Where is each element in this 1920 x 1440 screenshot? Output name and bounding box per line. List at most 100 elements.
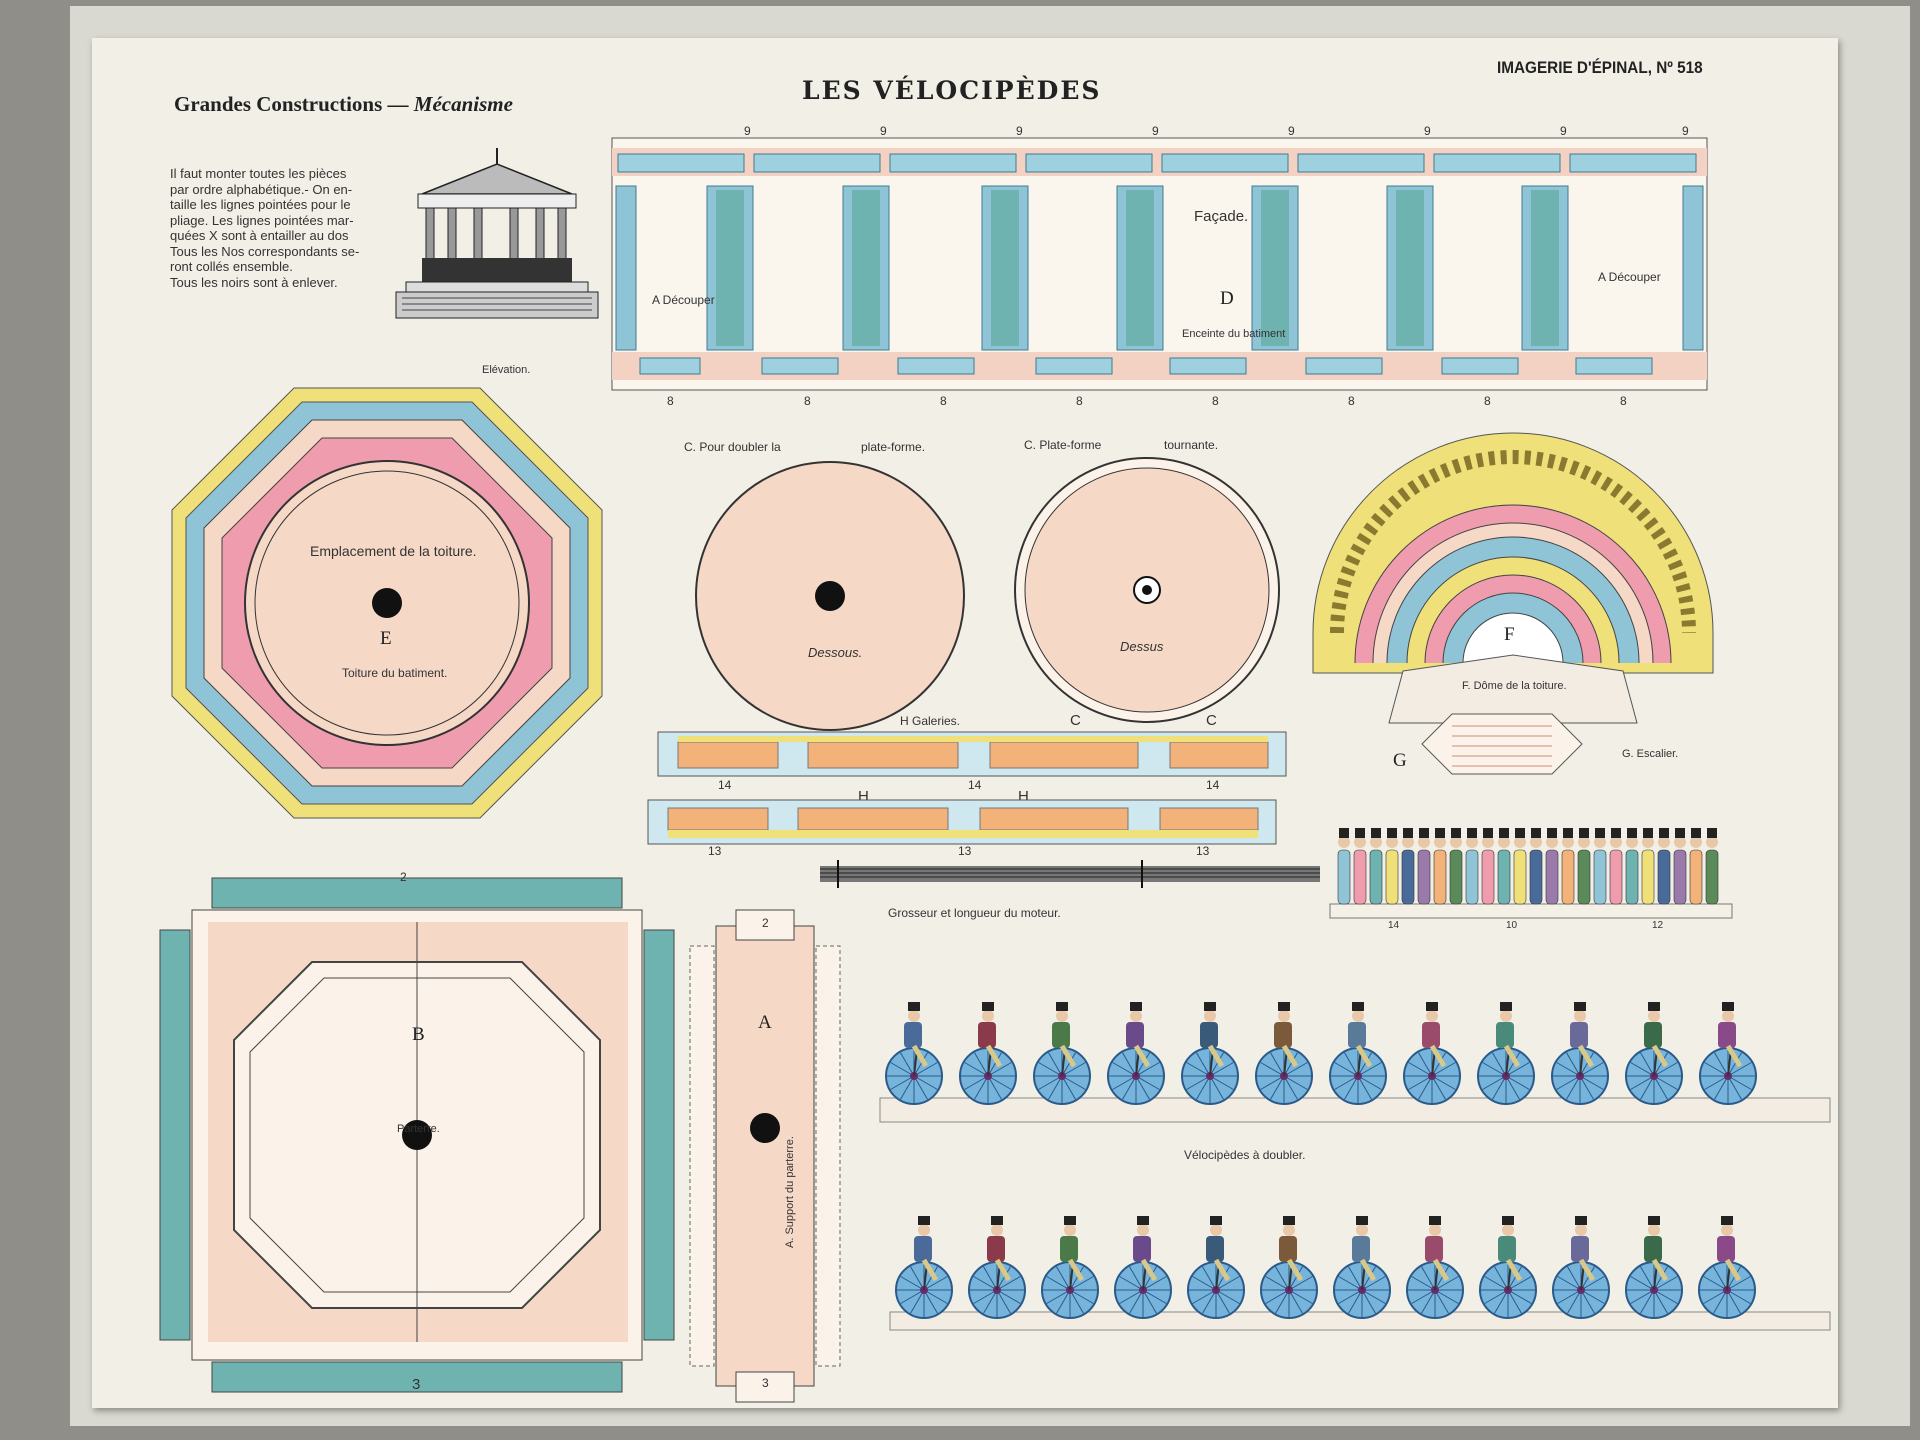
velocipede-rider-illustration — [885, 1002, 943, 1105]
bandstand-elevation-illustration — [395, 148, 599, 319]
decouper-right-label: A Découper — [1598, 270, 1661, 284]
stair-letter: G — [1393, 750, 1407, 771]
instruction-line: Il faut monter toutes les pièces — [170, 166, 347, 181]
velocipede-rider-illustration — [1114, 1216, 1172, 1319]
header-series: Grandes Constructions — Mécanisme — [174, 92, 513, 117]
instruction-line: Tous les Nos correspondants se- — [170, 243, 360, 259]
facade-letter: D — [1220, 288, 1234, 309]
crowd-person-illustration — [1369, 828, 1383, 905]
velocipede-rider-illustration — [1181, 1002, 1239, 1105]
velocipede-rider-illustration — [895, 1216, 953, 1319]
support-strip-cutout — [689, 909, 841, 1403]
facade-bottom-number: 8 — [1076, 394, 1083, 408]
instruction-line: ront collés ensemble. — [170, 259, 293, 274]
stair-caption: G. Escalier. — [1622, 748, 1679, 760]
crowd-person-illustration — [1417, 828, 1431, 905]
facade-top-number: 9 — [1424, 124, 1431, 138]
gallery-lower-number: 13 — [1196, 844, 1210, 858]
crowd-person-illustration — [1593, 828, 1607, 905]
gallery-upper-number: 14 — [1206, 778, 1220, 792]
velocipede-rider-illustration — [1255, 1002, 1313, 1105]
velocipede-rider-illustration — [1260, 1216, 1318, 1319]
instruction-line: pliage. Les lignes pointées mar- — [170, 212, 354, 228]
crowd-person-illustration — [1401, 828, 1415, 905]
gallery-h-label: H — [1018, 788, 1029, 805]
instruction-line: quées X sont à entailler au dos — [170, 228, 349, 243]
crowd-person-illustration — [1513, 828, 1527, 905]
sheet-title: LES VÉLOCIPÈDES — [802, 76, 1102, 105]
crowd-figures-illustration — [1329, 828, 1733, 919]
instruction-line: par ordre alphabétique.- On en- — [170, 181, 353, 197]
velocipede-row-lower — [889, 1216, 1831, 1331]
velocipede-rider-illustration — [1329, 1002, 1387, 1105]
instruction-line: taille les lignes pointées pour le — [170, 197, 351, 212]
crowd-person-illustration — [1609, 828, 1623, 905]
velocipede-rider-illustration — [1479, 1216, 1537, 1319]
crowd-person-illustration — [1689, 828, 1703, 905]
velocipede-rider-illustration — [1551, 1002, 1609, 1105]
disc2-subtitle: tournante. — [1164, 438, 1219, 452]
facade-top-number: 9 — [1682, 124, 1689, 138]
decouper-left-label: A Découper — [652, 293, 715, 307]
disc1-caption: Dessous. — [808, 645, 863, 660]
velocipede-rider-illustration — [959, 1002, 1017, 1105]
crowd-number: 12 — [1652, 920, 1664, 931]
velocipede-rider-illustration — [1625, 1216, 1683, 1319]
crowd-person-illustration — [1641, 828, 1655, 905]
velocipede-rider-illustration — [1107, 1002, 1165, 1105]
facade-top-number: 9 — [1288, 124, 1295, 138]
instructions: Il faut monter toutes les pièces par ord… — [170, 166, 392, 290]
velocipede-rider-illustration — [1041, 1216, 1099, 1319]
dome-cutout — [1312, 432, 1714, 724]
crowd-person-illustration — [1657, 828, 1671, 905]
crowd-person-illustration — [1337, 828, 1351, 905]
parterre-top-number: 2 — [400, 870, 407, 884]
crowd-number: 10 — [1506, 920, 1518, 931]
facade-top-number: 9 — [1152, 124, 1159, 138]
roof-top-label: Emplacement de la toiture. — [310, 543, 477, 559]
disc2-title: C. Plate-forme — [1024, 438, 1102, 452]
disc1-subtitle: plate-forme. — [861, 440, 926, 454]
series-dash: — — [387, 92, 409, 116]
facade-bottom-number: 8 — [1348, 394, 1355, 408]
platform-double-disc — [695, 461, 965, 731]
motor-rod-gauge — [820, 860, 1320, 888]
gallery-upper-number: 14 — [718, 778, 732, 792]
crowd-person-illustration — [1433, 828, 1447, 905]
parterre-bottom-number: 3 — [412, 1376, 421, 1393]
velocipede-rider-illustration — [1477, 1002, 1535, 1105]
facade-bottom-number: 8 — [1620, 394, 1627, 408]
roof-octagon-cutout — [171, 387, 603, 819]
crowd-person-illustration — [1449, 828, 1463, 905]
crowd-person-illustration — [1673, 828, 1687, 905]
gallery-c-label: C — [1070, 712, 1081, 729]
gallery-c-label: C — [1206, 712, 1217, 729]
facade-bottom-number: 8 — [1212, 394, 1219, 408]
galleries-label: H Galeries. — [900, 714, 961, 728]
velocipede-rider-illustration — [1406, 1216, 1464, 1319]
instruction-line: Tous les noirs sont à enlever. — [170, 274, 338, 290]
parterre-label: Parterre. — [397, 1123, 440, 1135]
velocipedes-label: Vélocipèdes à doubler. — [1184, 1148, 1306, 1162]
crowd-person-illustration — [1353, 828, 1367, 905]
motor-label: Grosseur et longueur du moteur. — [888, 906, 1061, 920]
disc1-title: C. Pour doubler la — [684, 440, 781, 454]
roof-bottom-label: Toiture du batiment. — [342, 666, 448, 680]
crowd-person-illustration — [1561, 828, 1575, 905]
facade-bottom-number: 8 — [804, 394, 811, 408]
parterre-cutout — [159, 877, 675, 1393]
paper-sheet: Grandes Constructions — Mécanisme LES VÉ… — [92, 38, 1838, 1408]
series-text: Grandes Constructions — [174, 92, 383, 116]
gallery-strip-lower — [647, 799, 1277, 845]
crowd-person-illustration — [1529, 828, 1543, 905]
crowd-person-illustration — [1625, 828, 1639, 905]
velocipede-rider-illustration — [1699, 1002, 1757, 1105]
facade-bottom-number: 8 — [1484, 394, 1491, 408]
gallery-upper-number: 14 — [968, 778, 982, 792]
dome-letter: F — [1504, 624, 1515, 645]
gallery-lower-number: 13 — [958, 844, 972, 858]
crowd-person-illustration — [1481, 828, 1495, 905]
gallery-lower-number: 13 — [708, 844, 722, 858]
support-bottom-number: 3 — [762, 1376, 769, 1390]
category-text: Mécanisme — [413, 92, 513, 116]
